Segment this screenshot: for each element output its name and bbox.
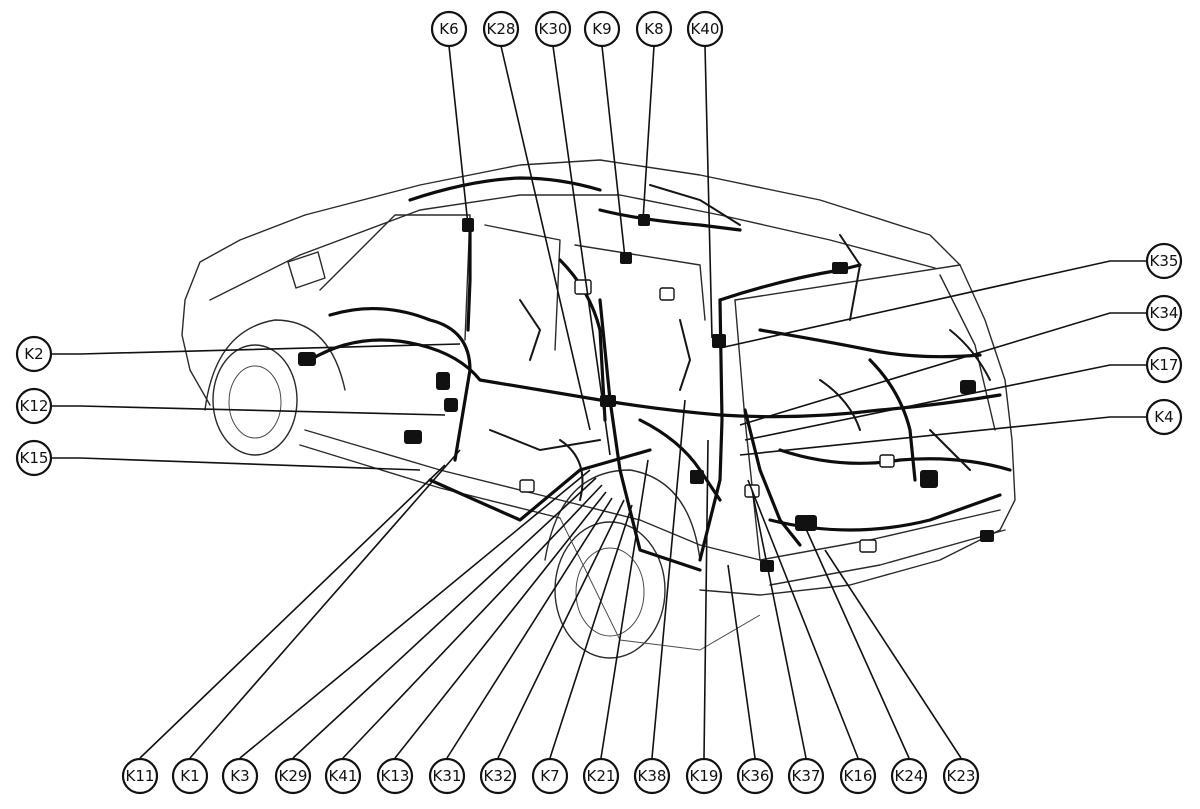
svg-text:K12: K12 [20, 397, 49, 415]
callout-K34: K34 [1145, 294, 1183, 332]
svg-text:K40: K40 [691, 20, 720, 38]
callout-K17: K17 [1145, 346, 1183, 384]
svg-text:K16: K16 [844, 767, 873, 785]
svg-text:K6: K6 [439, 20, 458, 38]
callout-K24: K24 [890, 757, 928, 795]
callout-K35: K35 [1145, 242, 1183, 280]
callout-K38: K38 [633, 757, 671, 795]
callout-K12: K12 [15, 387, 53, 425]
callout-K30: K30 [534, 10, 572, 48]
svg-text:K31: K31 [433, 767, 462, 785]
callout-K37: K37 [787, 757, 825, 795]
harness-connectors [298, 214, 994, 572]
callout-K2: K2 [15, 335, 53, 373]
svg-text:K41: K41 [329, 767, 358, 785]
callout-K3: K3 [221, 757, 259, 795]
callout-K16: K16 [839, 757, 877, 795]
svg-text:K9: K9 [592, 20, 611, 38]
callout-K8: K8 [635, 10, 673, 48]
svg-text:K30: K30 [539, 20, 568, 38]
callout-K15: K15 [15, 439, 53, 477]
callout-K21: K21 [582, 757, 620, 795]
callout-K32: K32 [479, 757, 517, 795]
callout-K19: K19 [685, 757, 723, 795]
callout-K6: K6 [430, 10, 468, 48]
callout-K28: K28 [482, 10, 520, 48]
callout-K31: K31 [428, 757, 466, 795]
wiring-harness [308, 176, 1012, 572]
svg-text:K7: K7 [540, 767, 559, 785]
callout-K1: K1 [171, 757, 209, 795]
callout-K4: K4 [1145, 398, 1183, 436]
svg-text:K21: K21 [587, 767, 616, 785]
svg-text:K38: K38 [638, 767, 667, 785]
leader-lines [52, 45, 1146, 759]
callout-K36: K36 [736, 757, 774, 795]
svg-text:K1: K1 [180, 767, 199, 785]
svg-text:K8: K8 [644, 20, 663, 38]
svg-text:K35: K35 [1150, 252, 1179, 270]
svg-text:K29: K29 [279, 767, 308, 785]
callout-K41: K41 [324, 757, 362, 795]
callout-K7: K7 [531, 757, 569, 795]
callout-K11: K11 [121, 757, 159, 795]
svg-text:K24: K24 [895, 767, 924, 785]
svg-text:K4: K4 [1154, 408, 1173, 426]
svg-text:K2: K2 [24, 345, 43, 363]
svg-text:K13: K13 [381, 767, 410, 785]
svg-text:K37: K37 [792, 767, 821, 785]
svg-text:K19: K19 [690, 767, 719, 785]
svg-text:K34: K34 [1150, 304, 1179, 322]
svg-text:K3: K3 [230, 767, 249, 785]
svg-text:K36: K36 [741, 767, 770, 785]
svg-text:K15: K15 [20, 449, 49, 467]
callout-K13: K13 [376, 757, 414, 795]
callout-K23: K23 [942, 757, 980, 795]
svg-text:K28: K28 [487, 20, 516, 38]
svg-text:K32: K32 [484, 767, 513, 785]
svg-text:K23: K23 [947, 767, 976, 785]
svg-text:K11: K11 [126, 767, 155, 785]
svg-text:K17: K17 [1150, 356, 1179, 374]
callout-K40: K40 [686, 10, 724, 48]
callout-K29: K29 [274, 757, 312, 795]
callout-K9: K9 [583, 10, 621, 48]
